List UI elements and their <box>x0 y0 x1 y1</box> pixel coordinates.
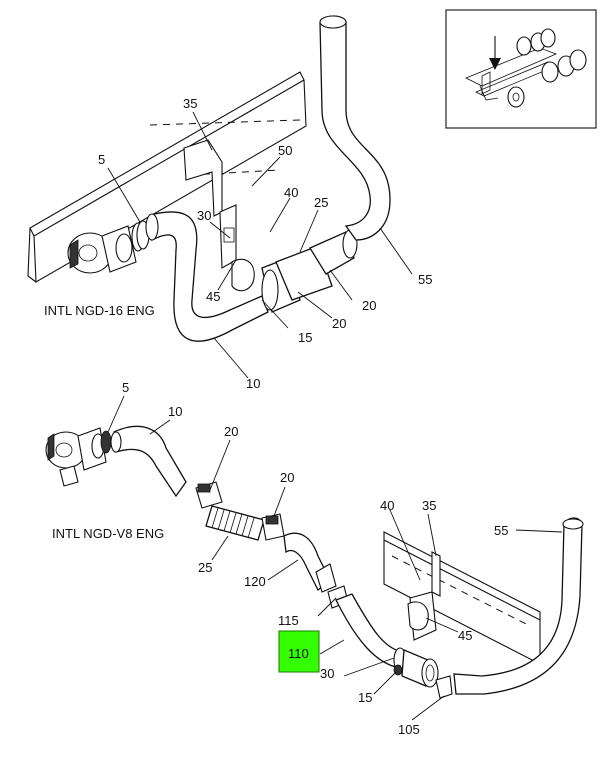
flex-pipe-25-bottom <box>205 505 265 541</box>
turbocharger-bottom <box>45 427 107 487</box>
pipe-110-bottom <box>335 593 403 669</box>
callout-labels-bottom: 5 10 20 20 25 120 40 35 55 115 45 30 15 … <box>122 380 508 737</box>
callout-10: 10 <box>168 404 182 419</box>
frame-rail-bottom <box>383 531 541 665</box>
vehicle-locator-inset <box>445 9 597 129</box>
pipe-10-bottom <box>110 425 187 498</box>
callout-20-a: 20 <box>224 424 238 439</box>
callout-15: 15 <box>358 690 372 705</box>
clamp-5-bottom <box>100 430 112 454</box>
callout-20-b: 20 <box>332 316 346 331</box>
truck-chassis-icon <box>465 28 587 108</box>
callout-30: 30 <box>197 208 211 223</box>
leaders-top <box>107 111 413 379</box>
pipe-120-bottom <box>283 532 337 593</box>
exhaust-stack-55-bottom <box>453 517 584 695</box>
callout-30: 30 <box>320 666 334 681</box>
highlight-part-110[interactable]: 110 <box>278 630 320 673</box>
callout-55: 55 <box>494 523 508 538</box>
callout-115: 115 <box>278 613 299 628</box>
callout-5: 5 <box>122 380 129 395</box>
muffler-top <box>261 229 358 313</box>
callout-35: 35 <box>422 498 436 513</box>
location-arrow-icon <box>489 36 501 70</box>
callout-40: 40 <box>380 498 394 513</box>
ngd16-assembly: 5 35 50 40 30 25 45 15 20 20 10 55 INTL … <box>27 15 432 391</box>
callout-25: 25 <box>314 195 328 210</box>
turbocharger-top <box>67 225 137 274</box>
callout-55: 55 <box>418 272 432 287</box>
clamp-20-bottom-b <box>261 513 285 541</box>
exhaust-stack-55-top <box>319 15 391 241</box>
connector-105-bottom <box>401 649 453 699</box>
callout-5: 5 <box>98 152 105 167</box>
callout-20-b: 20 <box>280 470 294 485</box>
callout-25: 25 <box>198 560 212 575</box>
callout-labels-top: 5 35 50 40 30 25 45 15 20 20 10 55 <box>98 96 432 391</box>
ngdv8-assembly: 5 10 20 20 25 120 40 35 55 115 45 30 15 … <box>45 380 584 737</box>
callout-10: 10 <box>246 376 260 391</box>
callout-110: 110 <box>288 646 309 661</box>
callout-20-a: 20 <box>362 298 376 313</box>
clamp-45-top <box>231 258 255 292</box>
callout-105: 105 <box>398 722 420 737</box>
engine-label-ngdv8: INTL NGD-V8 ENG <box>52 526 164 541</box>
callout-120: 120 <box>244 574 266 589</box>
clamp-20-bottom-a <box>195 481 223 509</box>
callout-50: 50 <box>278 143 292 158</box>
callout-45: 45 <box>206 289 220 304</box>
clamp-5-top <box>131 220 150 252</box>
clamp-45-bottom <box>407 601 429 631</box>
pipe-10-top <box>145 211 269 342</box>
engine-label-ngd16: INTL NGD-16 ENG <box>44 303 155 318</box>
callout-35: 35 <box>183 96 197 111</box>
leaders-bottom <box>107 395 563 721</box>
callout-15: 15 <box>298 330 312 345</box>
callout-45: 45 <box>458 628 472 643</box>
callout-40: 40 <box>284 185 298 200</box>
